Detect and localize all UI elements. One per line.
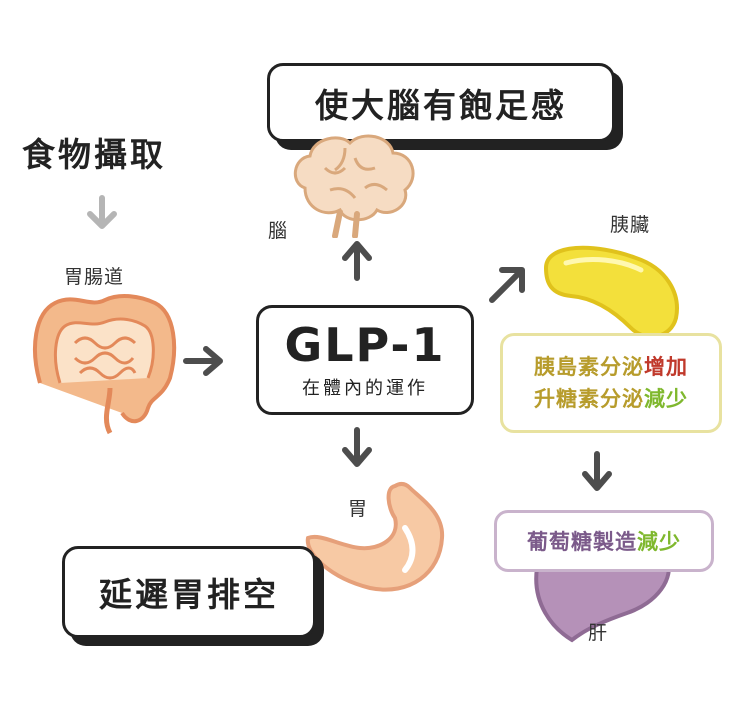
stomach-label: 胃 — [348, 498, 369, 520]
insulin-increase-text: 增加 — [644, 355, 688, 379]
brain-label: 腦 — [268, 220, 289, 242]
glucagon-decrease-text: 減少 — [644, 387, 688, 411]
brain-icon — [294, 134, 415, 238]
glp1-to-stomach-arrow-icon — [342, 427, 372, 467]
brain-effect-box: 使大腦有飽足感 — [267, 63, 615, 142]
glp1-to-brain-arrow-icon — [342, 241, 372, 281]
glp1-title: GLP-1 — [284, 318, 446, 372]
pancreas-effect-box: 胰島素分泌增加 升糖素分泌減少 — [500, 333, 722, 433]
insulin-line: 胰島素分泌增加 — [534, 351, 688, 383]
stomach-effect-text: 延遲胃排空 — [99, 575, 279, 614]
glucose-production-text: 葡萄糖製造 — [527, 530, 637, 554]
glucose-decrease-text: 減少 — [637, 530, 681, 554]
stomach-effect-box: 延遲胃排空 — [62, 546, 316, 638]
gut-to-glp1-arrow-icon — [183, 346, 223, 376]
insulin-text: 胰島素分泌 — [534, 355, 644, 379]
glp1-box: GLP-1 在體內的運作 — [256, 305, 474, 415]
glp1-subtitle: 在體內的運作 — [302, 378, 428, 399]
glucagon-text: 升糖素分泌 — [534, 387, 644, 411]
brain-effect-text: 使大腦有飽足感 — [315, 85, 567, 125]
liver-label: 肝 — [588, 622, 609, 644]
food-intake-label: 食物攝取 — [22, 135, 166, 174]
pancreas-to-liver-arrow-icon — [582, 451, 612, 491]
intestine-icon — [33, 294, 177, 435]
pancreas-label: 胰臟 — [610, 214, 651, 236]
intestine-label: 胃腸道 — [64, 266, 125, 288]
liver-effect-box: 葡萄糖製造減少 — [494, 510, 714, 572]
food-to-gut-arrow-icon — [87, 195, 117, 229]
glucagon-line: 升糖素分泌減少 — [534, 383, 688, 415]
pancreas-icon — [543, 245, 679, 339]
stomach-icon — [305, 481, 445, 592]
glp1-to-pancreas-arrow-icon — [489, 267, 525, 303]
